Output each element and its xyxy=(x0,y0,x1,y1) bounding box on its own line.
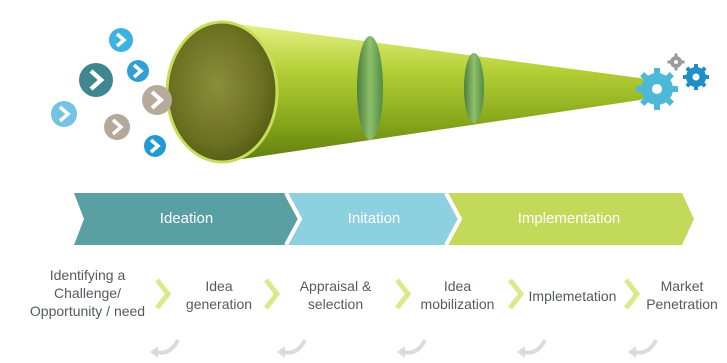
gear-icon xyxy=(636,68,678,110)
curved-return-arrow-icon xyxy=(628,339,658,358)
funnel-ring-2 xyxy=(464,53,484,123)
gear-icon xyxy=(667,53,685,71)
chevron-right-icon xyxy=(624,278,640,310)
curved-return-arrow-icon xyxy=(397,339,427,358)
arrow-right-circle-icon xyxy=(51,101,77,127)
arrow-right-circle-icon xyxy=(109,28,133,52)
arrow-right-circle-icon xyxy=(142,85,172,115)
chevron-right-icon xyxy=(155,278,171,310)
chevron-right-icon xyxy=(508,278,524,310)
phase-label-initation: Initation xyxy=(347,210,401,227)
arrow-right-circle-icon xyxy=(144,135,166,157)
step-implemetation: Implemetation xyxy=(528,288,617,304)
chevron-right-icon xyxy=(264,278,280,310)
phase-label-implementation: Implementation xyxy=(517,210,621,227)
chevron-right-icon xyxy=(395,278,411,310)
step-appraisal-selection: Appraisal & selection xyxy=(299,278,372,312)
step-idea-mobilization: Idea mobilization xyxy=(420,278,495,312)
phase-banner: Ideation Initation Implementation xyxy=(74,193,694,245)
gear-icon xyxy=(683,64,709,90)
arrow-right-circle-icon xyxy=(127,60,149,82)
arrow-right-circle-icon xyxy=(104,114,130,140)
curved-return-arrow-icon xyxy=(517,339,547,358)
curved-return-arrow-icon xyxy=(277,339,307,358)
step-idea-generation: Idea generation xyxy=(185,278,253,312)
step-market-penetration: Market Penetration xyxy=(646,278,718,312)
arrow-right-circle-icon xyxy=(79,63,113,97)
funnel-cone xyxy=(222,22,649,162)
phase-implementation-arrow xyxy=(446,193,694,245)
phase-ideation-arrow xyxy=(74,193,300,245)
funnel-ring-1 xyxy=(357,36,383,140)
step-identifying-challenge: Identifying a Challenge/ Opportunity / n… xyxy=(29,267,146,319)
curved-return-arrow-icon xyxy=(150,339,180,358)
funnel-mouth xyxy=(167,22,277,162)
innovation-funnel-illustration xyxy=(51,20,709,164)
phase-label-ideation: Ideation xyxy=(159,210,214,227)
phase-initation-arrow xyxy=(286,193,460,245)
